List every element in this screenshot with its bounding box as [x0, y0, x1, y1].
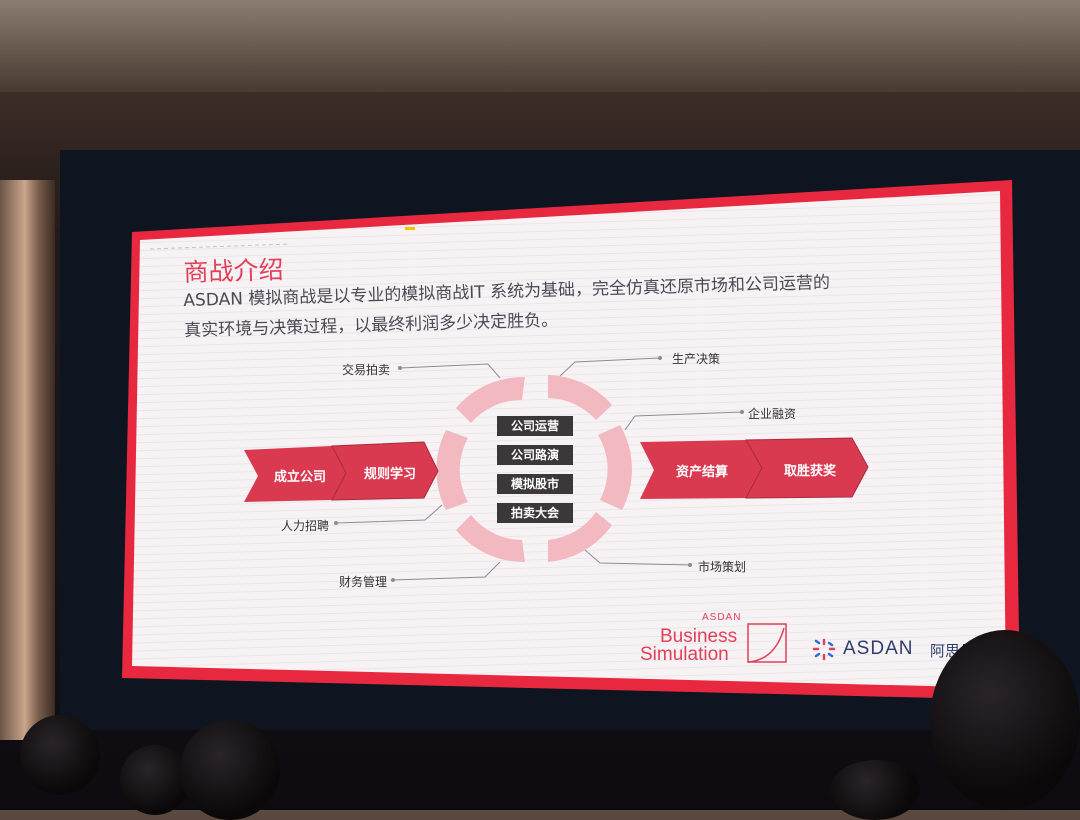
- audience-head: [180, 720, 280, 820]
- line-production: [559, 357, 661, 377]
- ring-segment-top-right: [548, 375, 612, 420]
- center-item-stock-market: 模拟股市: [497, 474, 573, 494]
- label-financing: 企业融资: [748, 407, 797, 421]
- audience-head: [20, 715, 100, 795]
- yellow-mark: [405, 227, 415, 230]
- label-trade-auction: 交易拍卖: [342, 363, 391, 377]
- asdan-logo-mark: [812, 638, 836, 661]
- title-dash: [149, 243, 291, 250]
- line-hr: [335, 504, 443, 524]
- line-financing: [624, 411, 743, 431]
- label-finance-mgmt: 财务管理: [339, 575, 388, 589]
- ring-segment-right: [598, 425, 632, 510]
- connector-dots: [334, 356, 744, 582]
- center-item-auction: 拍卖大会: [497, 503, 573, 523]
- cycle-ring: [436, 375, 632, 563]
- connector-lines: [335, 357, 743, 581]
- bs-logo-frame: [747, 623, 787, 663]
- audience-head: [930, 630, 1080, 810]
- chevron-right-1: [640, 440, 762, 499]
- label-marketing: 市场策划: [698, 560, 747, 574]
- chevron-left-2: [331, 441, 439, 501]
- ceiling: [0, 0, 1080, 110]
- audience-head: [120, 745, 190, 815]
- step-asset-settlement: 资产结算: [676, 465, 729, 480]
- chevron-left-1: [244, 446, 346, 502]
- ring-segment-top-left: [456, 376, 525, 423]
- wooden-pillar: [0, 180, 55, 740]
- ring-segment-left: [436, 430, 468, 510]
- slide-background: [132, 191, 1006, 688]
- step-learn-rules: 规则学习: [364, 467, 417, 482]
- step-win-award: 取胜获奖: [784, 464, 837, 479]
- label-production: 生产决策: [672, 352, 721, 366]
- center-item-operations: 公司运营: [497, 416, 573, 436]
- asdan-logo-text: ASDAN: [843, 638, 914, 659]
- label-hr: 人力招聘: [281, 519, 330, 533]
- bs-logo-business: Business: [660, 626, 738, 647]
- line-marketing: [584, 549, 691, 566]
- line-finance-mgmt: [392, 561, 501, 581]
- bs-logo-curve: [747, 627, 785, 663]
- line-trade-auction: [399, 363, 501, 379]
- bs-logo-asdan: ASDAN: [702, 612, 742, 623]
- ring-segment-bottom-left: [456, 515, 525, 563]
- center-item-roadshow: 公司路演: [497, 445, 573, 465]
- audience-head: [830, 760, 920, 820]
- chevron-right-2: [745, 437, 869, 499]
- ring-segment-bottom-right: [548, 512, 612, 562]
- step-establish-company: 成立公司: [274, 470, 327, 485]
- bs-logo-simulation: Simulation: [640, 644, 729, 665]
